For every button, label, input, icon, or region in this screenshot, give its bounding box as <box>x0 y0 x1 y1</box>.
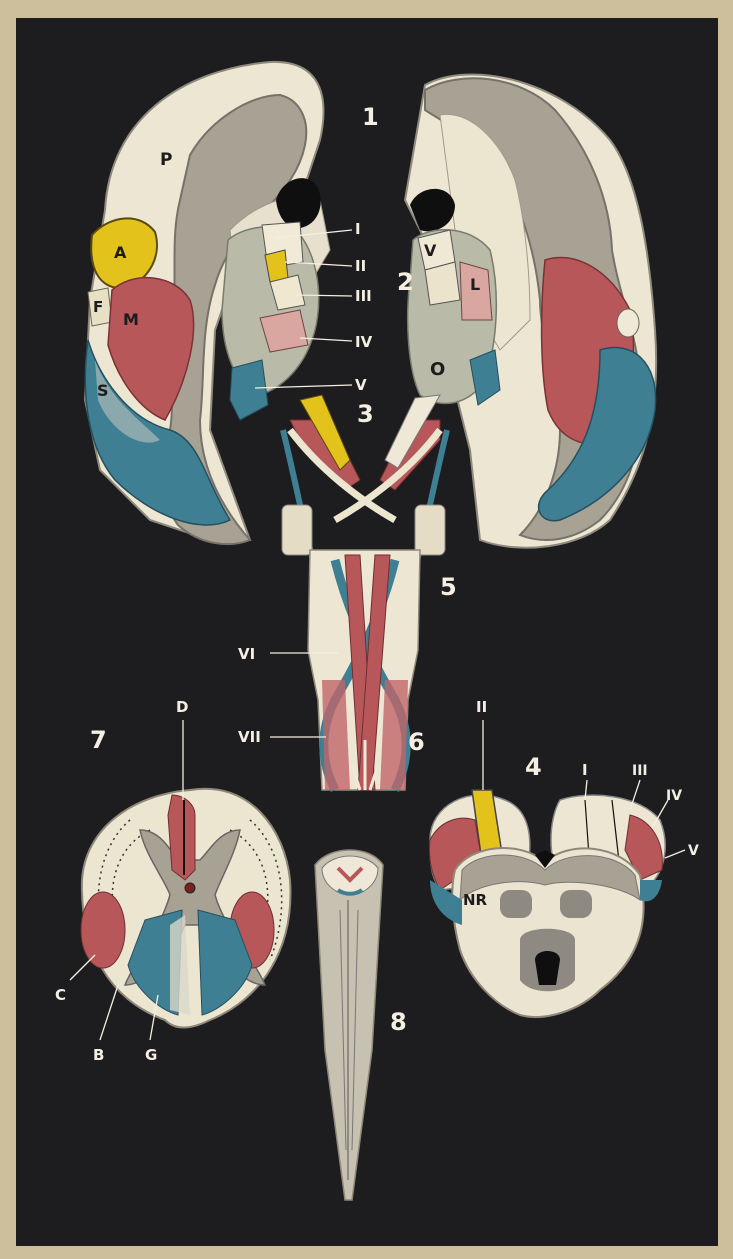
s4-label-i: I <box>582 761 588 779</box>
label-v-region: V <box>424 241 437 260</box>
fig-number-2: 2 <box>397 268 414 296</box>
nerve-label-vi: VI <box>238 645 255 663</box>
label-o: O <box>430 359 445 380</box>
brainstem <box>308 550 420 790</box>
s4-label-iv: IV <box>666 788 682 804</box>
nerve-label-ii: II <box>355 257 366 275</box>
s4-label-v: V <box>688 843 699 859</box>
label-f: F <box>93 298 103 316</box>
s4-label-ii: II <box>476 698 487 716</box>
nerve-label-v: V <box>355 376 367 394</box>
label-nr: NR <box>463 891 488 909</box>
label-d: D <box>176 698 188 716</box>
fig-number-1: 1 <box>362 103 379 131</box>
nerve-label-i: I <box>355 220 361 238</box>
nerve-label-iv: IV <box>355 333 373 351</box>
nerve-label-iii: III <box>355 287 372 305</box>
nerve-label-vii: VII <box>238 728 261 746</box>
fig-number-8: 8 <box>390 1008 407 1036</box>
fig-number-7: 7 <box>90 726 107 754</box>
label-a: A <box>114 243 127 262</box>
label-l: L <box>470 275 480 294</box>
label-p: P <box>160 150 172 170</box>
label-g: G <box>145 1046 157 1064</box>
label-b: B <box>93 1046 104 1064</box>
fig-number-5: 5 <box>440 573 457 601</box>
label-c: C <box>55 986 66 1004</box>
label-s: S <box>97 381 109 400</box>
label-m: M <box>123 310 139 329</box>
fig-number-6: 6 <box>408 728 425 756</box>
fig-number-3: 3 <box>357 400 374 428</box>
fig-number-4: 4 <box>525 753 542 781</box>
s4-label-iii: III <box>632 763 648 779</box>
